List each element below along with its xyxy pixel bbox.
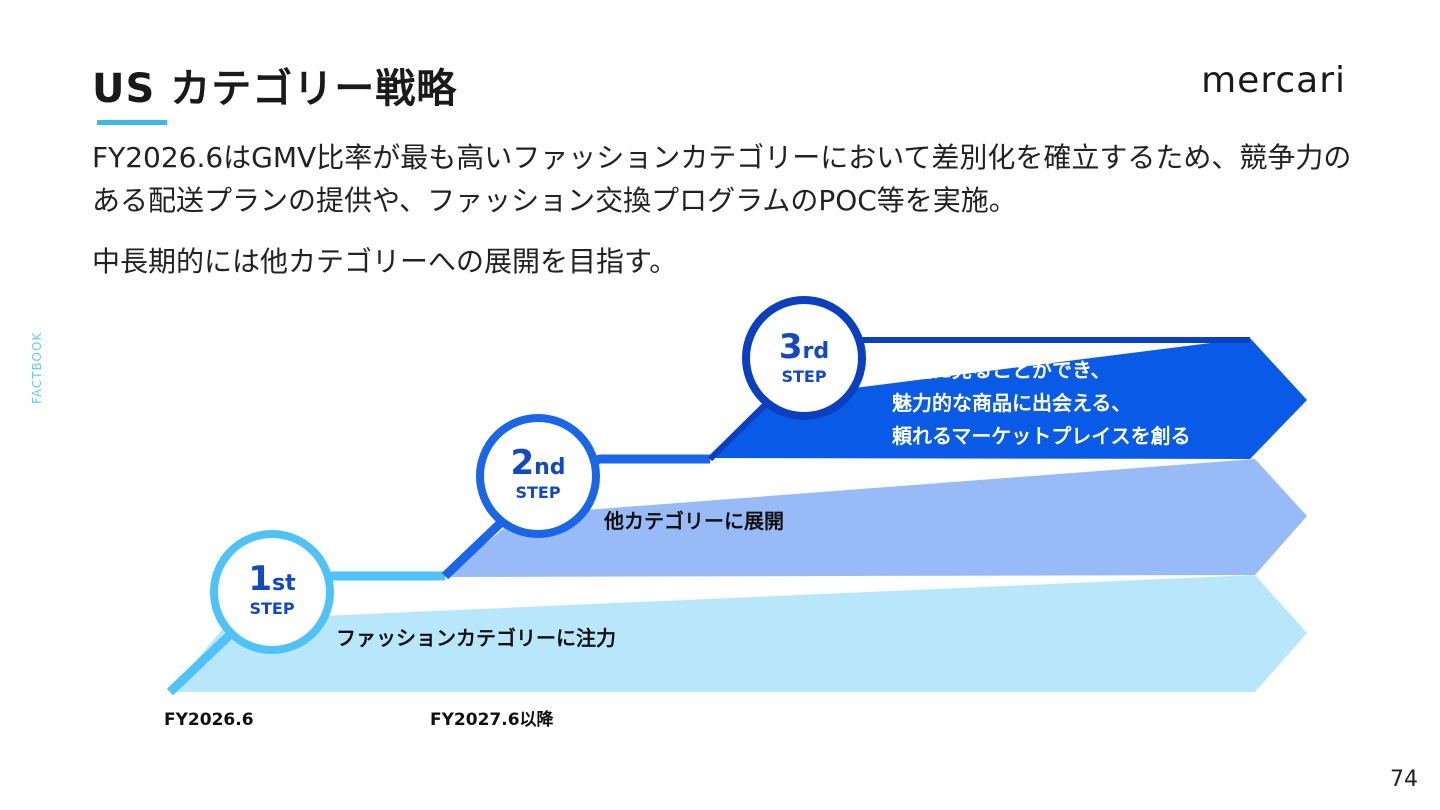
svg-text:3rd: 3rd: [779, 327, 829, 367]
svg-text:2nd: 2nd: [510, 443, 565, 483]
body-paragraph-2: 中長期的には他カテゴリーへの展開を目指す。: [92, 245, 678, 278]
step-3-badge: 3rd STEP: [742, 296, 866, 420]
step-2-number: 2: [510, 443, 534, 483]
band-step-1: [170, 575, 1307, 692]
svg-text:1st: 1st: [248, 559, 296, 599]
page-number: 74: [1390, 767, 1418, 792]
band-step-3: [710, 338, 1307, 459]
step-2-badge: 2nd STEP: [476, 414, 600, 538]
body-paragraph-1: FY2026.6はGMV比率が最も高いファッションカテゴリーにおいて差別化を確立…: [92, 141, 1352, 217]
step-1-label: STEP: [249, 599, 294, 618]
step-2-label: STEP: [515, 483, 560, 502]
title-accent-bar: [97, 120, 167, 125]
step-2-text: 他カテゴリーに展開: [603, 509, 784, 533]
step-3-text-line-1: 手軽に売ることができ、: [892, 358, 1111, 382]
timeline-label-fy2026: FY2026.6: [164, 710, 254, 730]
timeline-label-fy2027: FY2027.6以降: [430, 709, 555, 730]
step-3-text-line-3: 頼れるマーケットプレイスを創る: [892, 424, 1191, 448]
step-3-number: 3: [779, 327, 803, 367]
band-step-2: [445, 459, 1307, 577]
step-1-text: ファッションカテゴリーに注力: [336, 626, 616, 650]
step-3-label: STEP: [781, 367, 826, 386]
step-1-suffix: st: [272, 571, 296, 596]
step-3-text-line-2: 魅力的な商品に出会える、: [892, 391, 1131, 415]
step-3-suffix: rd: [803, 339, 830, 364]
page-title: US カテゴリー戦略: [92, 66, 458, 112]
step-1-badge: 1st STEP: [210, 530, 334, 654]
step-1-number: 1: [248, 559, 272, 599]
mercari-logo: mercari: [1201, 60, 1346, 101]
step-2-suffix: nd: [534, 455, 565, 480]
